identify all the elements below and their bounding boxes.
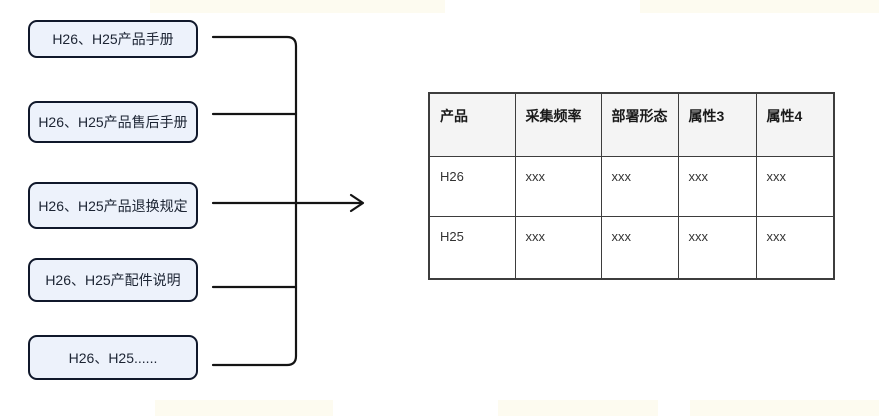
- bracket-line: [211, 35, 298, 367]
- flow-box-label: H26、H25......: [68, 349, 158, 366]
- table-cell: H25: [428, 215, 516, 280]
- attributes-table: 产品 采集频率 部署形态 属性3 属性4 H26 xxx xxx xxx xxx…: [428, 92, 835, 280]
- flow-box-label: H26、H25产配件说明: [45, 272, 181, 288]
- table-cell: H26: [428, 155, 516, 217]
- table-header-row: 产品 采集频率 部署形态 属性3 属性4: [428, 92, 835, 157]
- flow-box-label: H26、H25产品退换规定: [38, 197, 188, 214]
- table-cell: xxx: [514, 215, 602, 280]
- table-cell: xxx: [677, 215, 757, 280]
- table-cell: xxx: [514, 155, 602, 217]
- arrowhead-icon: [349, 193, 365, 213]
- table-cell: xxx: [755, 215, 835, 280]
- box-accessories-note: H26、H25产配件说明: [28, 258, 198, 302]
- table-header-cell: 采集频率: [514, 92, 602, 157]
- table-header-cell: 属性4: [755, 92, 835, 157]
- box-return-policy: H26、H25产品退换规定: [28, 182, 198, 229]
- attributes-table-container: 产品 采集频率 部署形态 属性3 属性4 H26 xxx xxx xxx xxx…: [428, 92, 835, 280]
- table-cell: xxx: [677, 155, 757, 217]
- table-header-cell: 产品: [428, 92, 516, 157]
- table-cell: xxx: [600, 215, 679, 280]
- flow-box-label: H26、H25产品手册: [52, 31, 174, 47]
- table-row: H26 xxx xxx xxx xxx: [428, 155, 835, 217]
- table-header-cell: 属性3: [677, 92, 757, 157]
- box-after-sales-manual: H26、H25产品售后手册: [28, 101, 198, 143]
- table-cell: xxx: [755, 155, 835, 217]
- box-product-manual: H26、H25产品手册: [28, 20, 198, 58]
- flow-box-label: H26、H25产品售后手册: [38, 114, 188, 130]
- table-row: H25 xxx xxx xxx xxx: [428, 215, 835, 280]
- table-header-cell: 部署形态: [600, 92, 679, 157]
- box-more-docs: H26、H25......: [28, 335, 198, 380]
- table-cell: xxx: [600, 155, 679, 217]
